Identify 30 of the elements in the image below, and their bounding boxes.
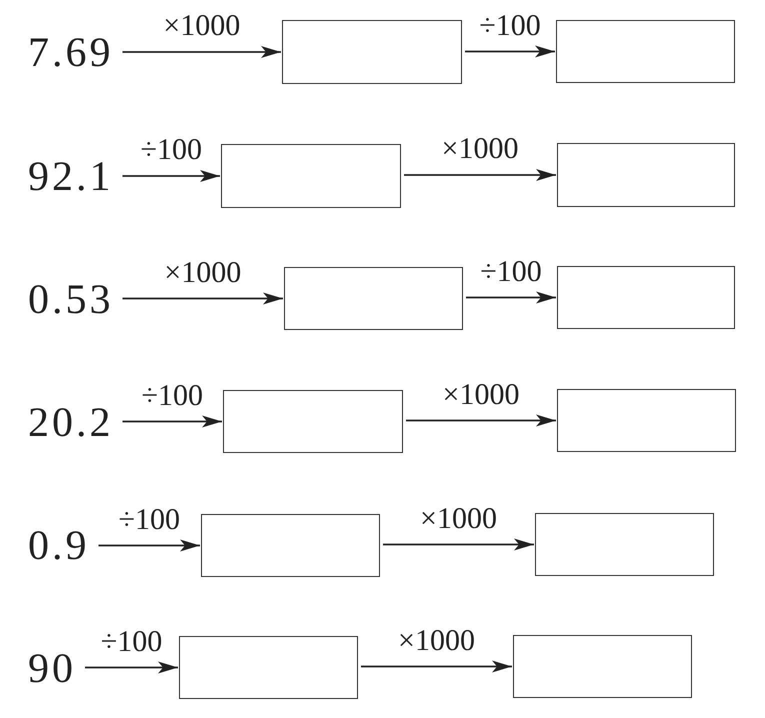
number-label: 92.1 (28, 156, 114, 198)
answer-box (513, 635, 692, 698)
arrow (122, 416, 222, 428)
number-label: 20.2 (28, 402, 114, 444)
number-label: 90 (28, 648, 76, 690)
answer-box (557, 143, 735, 207)
arrow (465, 46, 555, 58)
arrow (122, 170, 220, 182)
number-label: 7.69 (28, 32, 114, 74)
number-label: 0.53 (28, 279, 114, 321)
arrow (466, 292, 556, 304)
number-label: 0.9 (28, 525, 90, 567)
arrow (122, 46, 281, 58)
arrow (406, 414, 556, 426)
answer-box (221, 144, 401, 208)
answer-box (557, 389, 736, 452)
answer-box (179, 636, 358, 699)
arrow (122, 292, 283, 304)
arrow (85, 662, 178, 674)
answer-box (282, 20, 462, 84)
answer-box (223, 390, 403, 453)
answer-box (535, 513, 714, 576)
answer-box (556, 20, 735, 83)
arrow (361, 660, 512, 672)
answer-box (201, 514, 380, 577)
arrow (404, 169, 556, 181)
arrow (98, 540, 200, 552)
answer-box (557, 266, 735, 329)
arrow (383, 538, 534, 550)
answer-box (284, 267, 463, 330)
